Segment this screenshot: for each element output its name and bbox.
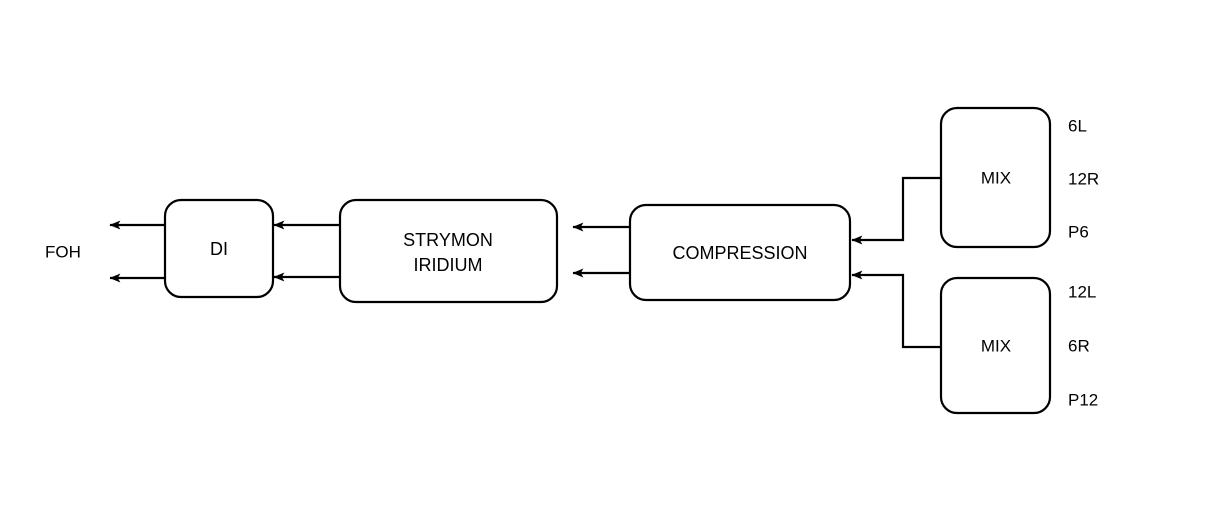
node-di-label: DI bbox=[210, 239, 228, 259]
node-mix-bottom-label: MIX bbox=[981, 336, 1011, 355]
connection-mixbottom-to-compression bbox=[851, 270, 941, 349]
connection-mixtop-to-compression bbox=[851, 176, 941, 245]
channel-label-mix-bottom-2: 6R bbox=[1068, 336, 1090, 355]
node-compression-label: COMPRESSION bbox=[672, 243, 807, 263]
output-label-foh: FOH bbox=[45, 242, 81, 261]
node-compression[interactable]: COMPRESSION bbox=[628, 203, 852, 302]
node-strymon-iridium[interactable]: STRYMON IRIDIUM bbox=[338, 198, 559, 304]
channel-label-mix-top-3: P6 bbox=[1068, 222, 1089, 241]
node-mix-bottom-shape[interactable] bbox=[939, 276, 1052, 415]
labels-layer: FOH 6L 12R P6 12L 6R P12 bbox=[45, 116, 1099, 409]
node-mix-top-shape[interactable] bbox=[939, 106, 1052, 249]
channel-label-mix-top-2: 12R bbox=[1068, 169, 1099, 188]
node-strymon-iridium-shape[interactable] bbox=[338, 198, 559, 304]
channel-label-mix-top-1: 6L bbox=[1068, 116, 1087, 135]
connections-layer bbox=[109, 176, 941, 349]
node-di-shape[interactable] bbox=[163, 198, 275, 299]
channel-label-mix-bottom-1: 12L bbox=[1068, 282, 1096, 301]
node-mix-bottom[interactable]: MIX bbox=[939, 276, 1052, 415]
node-compression-shape[interactable] bbox=[628, 203, 852, 302]
node-mix-top[interactable]: MIX bbox=[939, 106, 1052, 249]
channel-label-mix-bottom-3: P12 bbox=[1068, 390, 1098, 409]
nodes-layer: DI STRYMON IRIDIUM COMPRESSION MIX M bbox=[163, 106, 1052, 415]
node-mix-top-label: MIX bbox=[981, 168, 1011, 187]
node-strymon-iridium-label-line2: IRIDIUM bbox=[414, 255, 483, 275]
node-di[interactable]: DI bbox=[163, 198, 275, 299]
node-strymon-iridium-label-line1: STRYMON bbox=[403, 230, 493, 250]
